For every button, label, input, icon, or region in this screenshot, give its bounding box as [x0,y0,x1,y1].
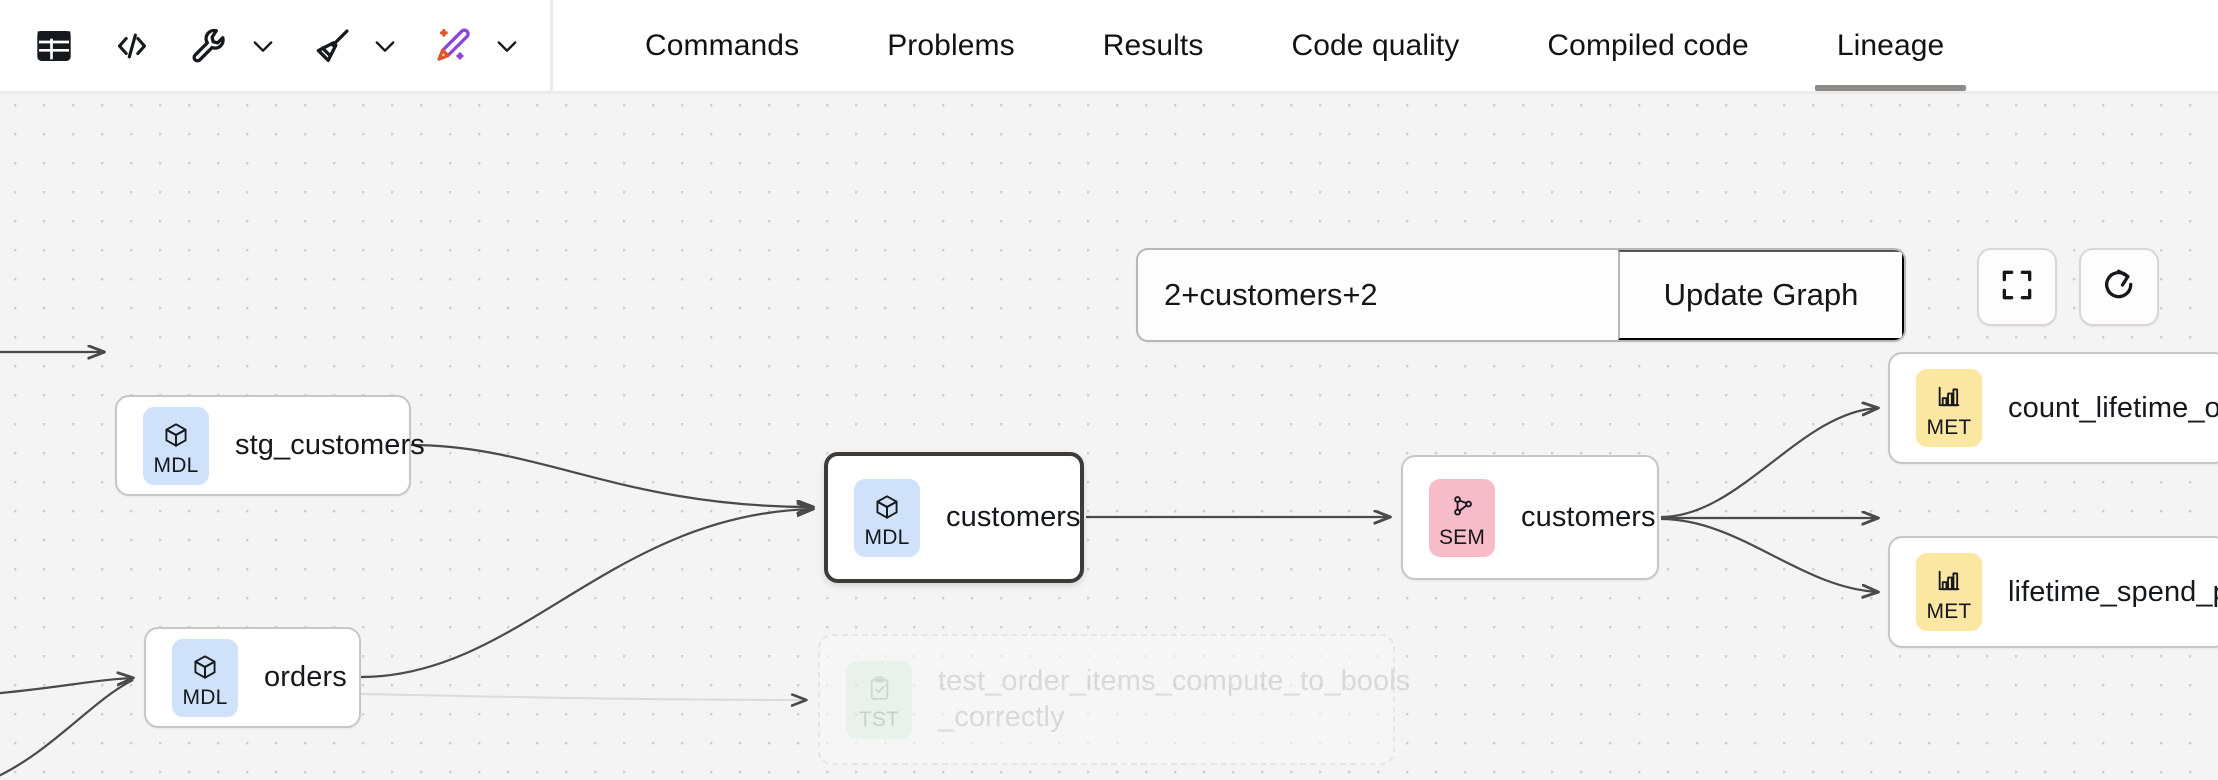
badge-label: MDL [153,453,199,477]
fit-screen-icon [1998,266,2036,309]
format-control [306,20,402,72]
refresh-button[interactable] [2079,248,2159,326]
table-view-button[interactable] [28,20,80,72]
badge-label: MET [1926,600,1972,623]
lineage-node-customers-sem[interactable]: SEM customers [1401,455,1659,580]
tab-results[interactable]: Results [1102,28,1204,62]
edge-stg-to-customers [410,443,813,507]
lineage-edges [0,94,2218,777]
node-label: test_order_items_compute_to_bools _corre… [938,664,1410,735]
lineage-node-customers-mdl[interactable]: MDL customers [824,452,1084,583]
badge-met: MET [1916,369,1982,447]
edge-sem-to-lifetime-spend [1660,517,1878,592]
clipboard-check-icon [866,670,893,708]
edge-in-orders-a [0,678,133,695]
lineage-search-bar: Update Graph [1136,248,1906,342]
badge-mdl: MDL [143,406,209,485]
build-tools-control [184,20,280,72]
cube-icon [162,416,190,454]
tab-lineage[interactable]: Lineage [1793,0,1988,91]
bar-chart-icon [1935,378,1963,416]
node-label: customers [1521,501,1656,533]
tab-compiled-code[interactable]: Compiled code [1547,28,1749,62]
broom-icon[interactable] [306,20,358,72]
edge-sem-to-count-lifetime [1660,408,1878,519]
lineage-canvas[interactable]: MDL stg_customers MDL orders [0,94,2218,780]
lineage-node-count-lifetime-orders[interactable]: MET count_lifetime_orders [1888,352,2218,464]
badge-sem: SEM [1429,478,1495,557]
lineage-search-input[interactable] [1138,250,1618,340]
tab-problems[interactable]: Problems [887,28,1015,62]
refresh-icon [2100,266,2138,309]
editor-tool-group [0,0,553,91]
network-nodes-icon [1448,488,1476,526]
badge-mdl: MDL [854,478,920,557]
lineage-node-lifetime-spend-pretax[interactable]: MET lifetime_spend_pretax [1888,536,2218,648]
wrench-icon[interactable] [184,20,236,72]
node-label-line-2: _correctly [938,700,1065,733]
chevron-down-icon[interactable] [246,24,280,68]
cube-icon [873,488,901,526]
node-label: lifetime_spend_pretax [2008,575,2218,608]
edge-orders-to-test [360,693,806,700]
lineage-node-orders[interactable]: MDL orders [144,627,361,728]
chevron-down-icon[interactable] [368,24,402,68]
panel-tabs: Commands Problems Results Code quality C… [553,0,2218,91]
edge-in-orders-b [0,679,134,777]
lineage-node-stg-customers[interactable]: MDL stg_customers [115,395,425,496]
node-label: customers [946,501,1081,533]
node-label: count_lifetime_orders [2008,391,2218,424]
fit-view-button[interactable] [1977,248,2057,326]
badge-label: SEM [1438,525,1486,549]
node-label: orders [264,661,347,693]
bar-chart-icon [1935,562,1963,600]
badge-mdl: MDL [172,638,238,717]
badge-label: MDL [182,685,228,709]
cube-icon [191,648,219,686]
chevron-down-icon[interactable] [490,24,524,68]
lineage-node-test-order-items[interactable]: TST test_order_items_compute_to_bools _c… [818,634,1410,765]
tab-code-quality[interactable]: Code quality [1291,28,1460,62]
top-toolbar: Commands Problems Results Code quality C… [0,0,2218,94]
lineage-canvas-controls [1977,248,2159,326]
tab-commands[interactable]: Commands [645,28,800,62]
ai-assist-control [428,20,524,72]
badge-met: MET [1916,553,1982,631]
badge-label: MET [1926,416,1972,439]
node-label: stg_customers [235,429,425,461]
badge-tst: TST [846,660,912,739]
node-label-line-1: test_order_items_compute_to_bools [938,665,1411,698]
badge-label: TST [858,707,900,731]
badge-label: MDL [864,525,910,549]
edge-orders-to-customers [360,509,813,679]
update-graph-button[interactable]: Update Graph [1618,250,1904,340]
code-brackets-icon[interactable] [106,20,158,72]
magic-wand-icon[interactable] [428,20,480,72]
